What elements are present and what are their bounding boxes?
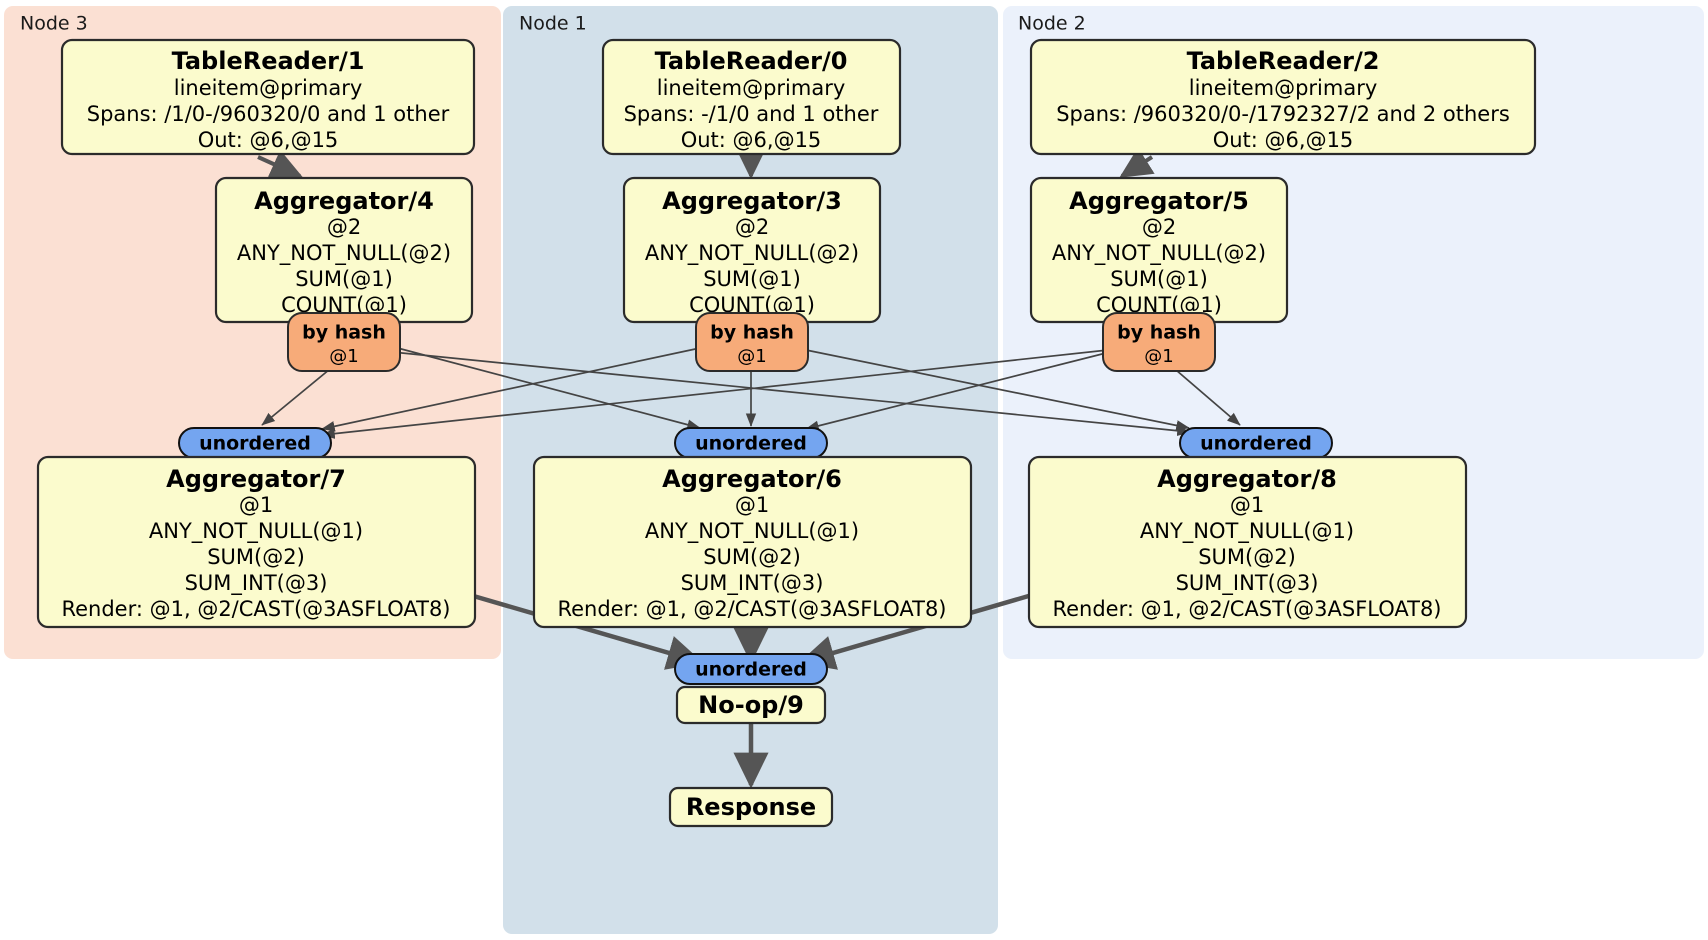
aggregator-4-line-1: ANY_NOT_NULL(@2) bbox=[237, 241, 451, 266]
aggregator-8-line-4: Render: @1, @2/CAST(@3ASFLOAT8) bbox=[1052, 597, 1441, 621]
table-reader-0-title: TableReader/0 bbox=[655, 47, 848, 75]
table-reader-1-title: TableReader/1 bbox=[172, 47, 365, 75]
table-reader-0-line-2: Out: @6,@15 bbox=[681, 128, 822, 152]
by-hash-router-center-label: by hash bbox=[710, 322, 794, 344]
edge-hash-left-to-unordered-left bbox=[261, 368, 331, 426]
aggregator-8[interactable]: Aggregator/8 @1 ANY_NOT_NULL(@1) SUM(@2)… bbox=[1027, 455, 1468, 629]
response-node[interactable]: Response bbox=[668, 786, 834, 828]
aggregator-3-line-1: ANY_NOT_NULL(@2) bbox=[645, 241, 859, 266]
aggregator-4-line-2: SUM(@1) bbox=[295, 267, 393, 291]
aggregator-3-line-2: SUM(@1) bbox=[703, 267, 801, 291]
unordered-sync-right[interactable]: unordered bbox=[1179, 427, 1333, 459]
by-hash-router-center-sub: @1 bbox=[737, 346, 766, 367]
by-hash-router-center[interactable]: by hash @1 bbox=[695, 312, 809, 372]
panel-node2-label: Node 2 bbox=[1018, 13, 1086, 35]
edge-hash-left-to-unordered-center bbox=[389, 345, 701, 430]
aggregator-7-line-4: Render: @1, @2/CAST(@3ASFLOAT8) bbox=[61, 597, 450, 621]
edge-reader1-to-agg4 bbox=[257, 149, 303, 179]
by-hash-router-left[interactable]: by hash @1 bbox=[287, 312, 401, 372]
unordered-sync-left-label: unordered bbox=[199, 433, 311, 455]
table-reader-2-line-1: Spans: /960320/0-/1792327/2 and 2 others bbox=[1056, 102, 1510, 126]
edge-hash-left-to-unordered-right bbox=[391, 351, 1191, 436]
edge-hash-center-to-unordered-left bbox=[321, 347, 701, 432]
unordered-sync-center[interactable]: unordered bbox=[674, 427, 828, 459]
aggregator-4-title: Aggregator/4 bbox=[254, 187, 434, 215]
unordered-sync-final[interactable]: unordered bbox=[674, 653, 828, 685]
aggregator-8-line-3: SUM_INT(@3) bbox=[1176, 571, 1319, 596]
no-op-9-title: No-op/9 bbox=[698, 691, 804, 719]
router-edges bbox=[261, 345, 1241, 439]
table-reader-2-title: TableReader/2 bbox=[1187, 47, 1380, 75]
aggregator-4-line-0: @2 bbox=[327, 215, 361, 239]
aggregator-6-title: Aggregator/6 bbox=[662, 465, 842, 493]
table-reader-0[interactable]: TableReader/0 lineitem@primary Spans: -/… bbox=[601, 38, 902, 156]
unordered-sync-right-label: unordered bbox=[1200, 433, 1312, 455]
aggregator-6[interactable]: Aggregator/6 @1 ANY_NOT_NULL(@1) SUM(@2)… bbox=[532, 455, 973, 629]
edge-agg7-to-unordered-final bbox=[469, 592, 704, 670]
aggregator-6-line-1: ANY_NOT_NULL(@1) bbox=[645, 519, 859, 544]
edge-hash-right-to-unordered-center bbox=[805, 351, 1111, 431]
unordered-sync-left[interactable]: unordered bbox=[178, 427, 332, 459]
aggregator-7-line-1: ANY_NOT_NULL(@1) bbox=[149, 519, 363, 544]
aggregator-6-line-4: Render: @1, @2/CAST(@3ASFLOAT8) bbox=[557, 597, 946, 621]
aggregator-7-line-3: SUM_INT(@3) bbox=[185, 571, 328, 596]
table-reader-0-line-0: lineitem@primary bbox=[657, 76, 846, 100]
aggregator-7-line-2: SUM(@2) bbox=[207, 545, 305, 569]
aggregator-3-line-0: @2 bbox=[735, 215, 769, 239]
edge-hash-right-to-unordered-right bbox=[1175, 369, 1241, 426]
aggregator-3-title: Aggregator/3 bbox=[662, 187, 842, 215]
aggregator-3[interactable]: Aggregator/3 @2 ANY_NOT_NULL(@2) SUM(@1)… bbox=[622, 176, 882, 324]
edge-agg8-to-unordered-final bbox=[798, 592, 1033, 670]
aggregator-8-line-1: ANY_NOT_NULL(@1) bbox=[1140, 519, 1354, 544]
aggregator-5-title: Aggregator/5 bbox=[1069, 187, 1249, 215]
by-hash-router-left-label: by hash bbox=[302, 322, 386, 344]
aggregator-5-line-2: SUM(@1) bbox=[1110, 267, 1208, 291]
by-hash-router-right[interactable]: by hash @1 bbox=[1102, 312, 1216, 372]
aggregator-7[interactable]: Aggregator/7 @1 ANY_NOT_NULL(@1) SUM(@2)… bbox=[36, 455, 477, 629]
edge-reader2-to-agg5 bbox=[1119, 147, 1155, 178]
panel-node3-label: Node 3 bbox=[20, 13, 88, 35]
edge-hash-center-to-unordered-right bbox=[800, 348, 1190, 431]
reader-to-aggregator-edges bbox=[257, 147, 1155, 180]
by-hash-router-left-sub: @1 bbox=[329, 346, 358, 367]
response-title: Response bbox=[686, 793, 816, 821]
aggregator-6-line-2: SUM(@2) bbox=[703, 545, 801, 569]
aggregator-6-line-0: @1 bbox=[735, 493, 769, 517]
unordered-sync-center-label: unordered bbox=[695, 433, 807, 455]
table-reader-0-line-1: Spans: -/1/0 and 1 other bbox=[624, 102, 879, 126]
aggregator-8-line-0: @1 bbox=[1230, 493, 1264, 517]
table-reader-2-line-0: lineitem@primary bbox=[1189, 76, 1378, 100]
aggregator-5-line-0: @2 bbox=[1142, 215, 1176, 239]
unordered-sync-final-label: unordered bbox=[695, 659, 807, 681]
aggregator-4[interactable]: Aggregator/4 @2 ANY_NOT_NULL(@2) SUM(@1)… bbox=[214, 176, 474, 324]
table-reader-2[interactable]: TableReader/2 lineitem@primary Spans: /9… bbox=[1029, 38, 1537, 156]
aggregator-8-title: Aggregator/8 bbox=[1157, 465, 1337, 493]
by-hash-router-right-sub: @1 bbox=[1144, 346, 1173, 367]
aggregator-8-line-2: SUM(@2) bbox=[1198, 545, 1296, 569]
by-hash-router-right-label: by hash bbox=[1117, 322, 1201, 344]
edge-hash-right-to-unordered-left bbox=[321, 349, 1109, 439]
table-reader-1[interactable]: TableReader/1 lineitem@primary Spans: /1… bbox=[60, 38, 476, 156]
table-reader-2-line-2: Out: @6,@15 bbox=[1213, 128, 1354, 152]
aggregator-6-line-3: SUM_INT(@3) bbox=[681, 571, 824, 596]
table-reader-1-line-2: Out: @6,@15 bbox=[198, 128, 339, 152]
table-reader-1-line-1: Spans: /1/0-/960320/0 and 1 other bbox=[87, 102, 450, 126]
aggregator-5-line-1: ANY_NOT_NULL(@2) bbox=[1052, 241, 1266, 266]
table-reader-1-line-0: lineitem@primary bbox=[174, 76, 363, 100]
panel-node1-label: Node 1 bbox=[519, 13, 587, 35]
aggregator-7-title: Aggregator/7 bbox=[166, 465, 346, 493]
aggregator-5[interactable]: Aggregator/5 @2 ANY_NOT_NULL(@2) SUM(@1)… bbox=[1029, 176, 1289, 324]
no-op-9[interactable]: No-op/9 bbox=[675, 685, 827, 725]
aggregator-7-line-0: @1 bbox=[239, 493, 273, 517]
